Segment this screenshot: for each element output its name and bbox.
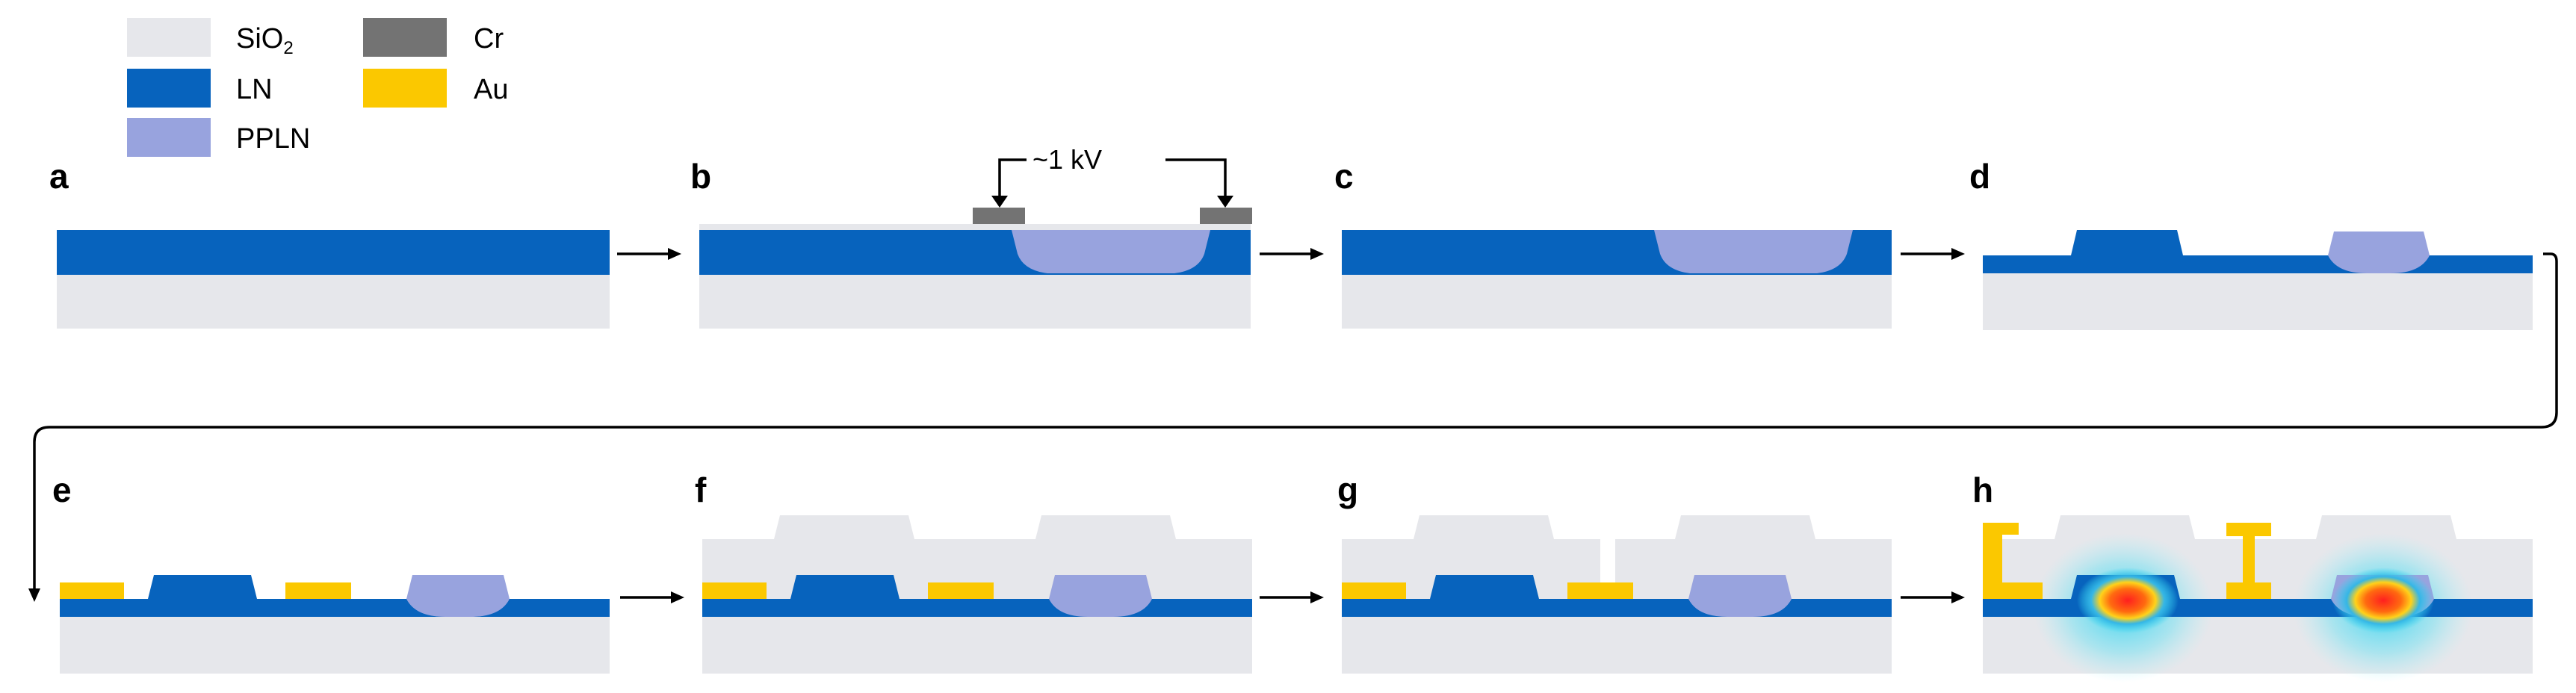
arrowhead (1951, 591, 1965, 603)
legend-label-sio2: SiO (236, 23, 283, 55)
process-arrows (33, 252, 2558, 599)
process-arrowheads (28, 248, 1965, 603)
legend-swatch-au (363, 69, 447, 108)
arrowhead (28, 588, 40, 602)
panel-label-c: c (1334, 157, 1354, 196)
top-sio2-film (699, 224, 1251, 230)
panel-f: f (695, 470, 1252, 674)
ln-slab (702, 599, 1252, 617)
ppln-ridge (1688, 575, 1792, 617)
ln-slab (1983, 599, 2533, 617)
panel-label-d: d (1969, 157, 1990, 196)
cr-electrode (1200, 208, 1252, 224)
panel-e: e (52, 470, 610, 674)
sio2-layer (699, 275, 1251, 329)
legend-subscript-sio2: 2 (283, 38, 293, 58)
sio2-layer (1342, 275, 1892, 329)
sio2-layer (1983, 273, 2533, 330)
ln-slab (60, 599, 610, 617)
sio2-layer (1342, 617, 1892, 674)
panel-c: c (1334, 157, 1892, 329)
sio2-layer (702, 617, 1252, 674)
au-electrode (285, 582, 351, 599)
legend-swatch-ppln (127, 118, 211, 157)
sio2-cladding (1615, 515, 1892, 599)
svg-text:SiO2: SiO2 (236, 23, 294, 58)
ppln-ridge (406, 575, 510, 617)
arrowhead (1310, 248, 1324, 260)
arrowhead (1310, 591, 1324, 603)
panel-label-a: a (49, 157, 69, 196)
ln-layer (57, 230, 610, 275)
panel-label-g: g (1337, 470, 1358, 509)
legend-item-sio2: SiO2 (127, 18, 294, 58)
ln-slab (1983, 255, 2533, 273)
panel-label-b: b (690, 157, 711, 196)
au-electrode (60, 582, 124, 599)
panel-g: g (1337, 470, 1892, 674)
legend-item-cr: Cr (363, 18, 504, 57)
process-arrow-wrap (33, 252, 2558, 590)
arrowhead (1217, 196, 1233, 208)
ppln-ridge (2328, 231, 2430, 273)
legend: SiO2 LN PPLN Cr Au (127, 18, 508, 157)
panel-label-h: h (1972, 470, 1993, 509)
panel-label-f: f (695, 470, 707, 509)
panel-label-e: e (52, 470, 72, 509)
sio2-layer (57, 275, 610, 329)
optical-mode (2077, 568, 2179, 633)
arrowhead (1951, 248, 1965, 260)
ln-ridge (790, 575, 900, 599)
legend-item-ppln: PPLN (127, 118, 310, 157)
ppln-ridge (1049, 575, 1152, 617)
legend-swatch-cr (363, 18, 447, 57)
sio2-cladding (1342, 515, 1600, 599)
au-electrode (928, 582, 994, 599)
panel-d: d (1969, 157, 2533, 330)
ln-slab (1342, 599, 1892, 617)
legend-item-au: Au (363, 69, 508, 108)
legend-label-ln: LN (236, 74, 273, 105)
legend-label-cr: Cr (474, 23, 504, 55)
legend-swatch-sio2 (127, 18, 211, 57)
panel-a: a (49, 157, 610, 329)
arrowhead (668, 248, 681, 260)
ppln-region (1012, 230, 1210, 273)
sio2-layer (60, 617, 610, 674)
legend-label-au: Au (474, 74, 508, 105)
arrowhead (991, 196, 1008, 208)
au-electrode (1567, 582, 1633, 599)
ln-ridge (2071, 230, 2183, 255)
ln-ridge (1430, 575, 1539, 599)
voltage-connection (998, 158, 1227, 202)
au-electrode (702, 582, 767, 599)
optical-mode (2332, 568, 2434, 633)
panel-b: b ~1 kV (690, 144, 1252, 329)
voltage-label: ~1 kV (1032, 144, 1102, 175)
cr-electrode (973, 208, 1025, 224)
panel-h: h (1972, 470, 2533, 683)
au-electrode (1983, 523, 2043, 599)
legend-swatch-ln (127, 69, 211, 108)
ln-ridge (148, 575, 257, 599)
au-electrode (1342, 582, 1406, 599)
legend-item-ln: LN (127, 69, 273, 108)
legend-label-ppln: PPLN (236, 123, 310, 155)
ppln-region (1654, 230, 1853, 273)
au-via-electrode (2226, 523, 2271, 599)
arrowhead (671, 591, 684, 603)
